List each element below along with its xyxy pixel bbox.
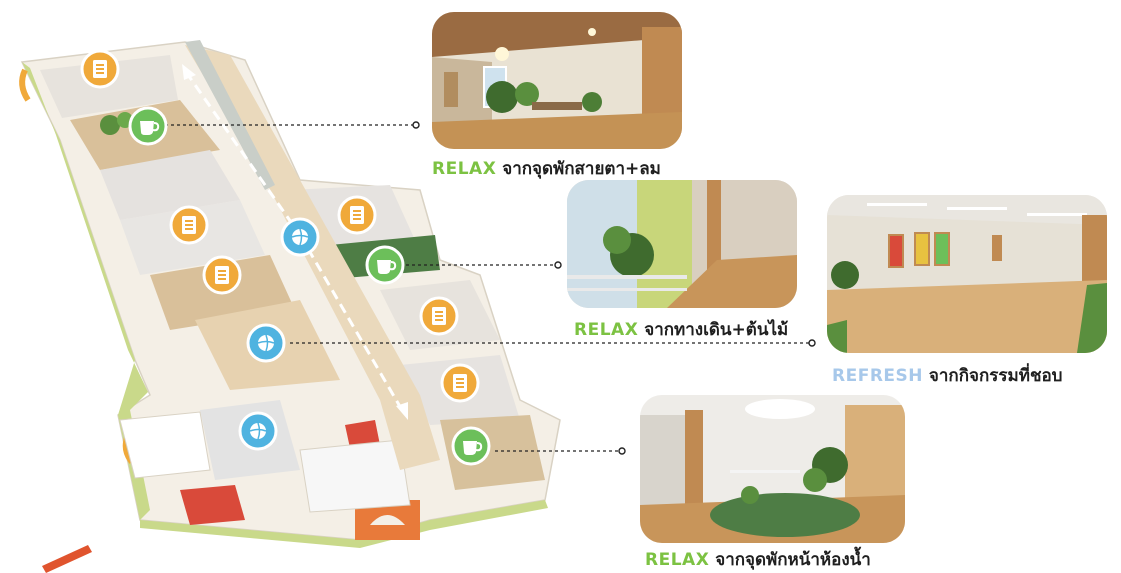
ball-icon <box>246 323 286 363</box>
caption-text: จากจุดพักหน้าห้องน้ำ <box>709 550 871 570</box>
leader-lines <box>165 124 812 452</box>
walking-path-arrows <box>182 64 408 420</box>
caption-tag: RELAX <box>645 550 710 570</box>
caption-text: จากกิจกรรมที่ชอบ <box>923 366 1063 386</box>
rooms <box>40 40 545 525</box>
document-icon <box>337 195 377 235</box>
coffee-cup-icon <box>128 106 168 146</box>
caption-relax-rest-point: RELAX จากจุดพักสายตา+ลม <box>432 155 661 182</box>
caption-relax-walkway: RELAX จากทางเดิน+ต้นไม้ <box>574 316 788 343</box>
red-stripe-decor <box>42 545 92 573</box>
caption-refresh-activity: REFRESH จากกิจกรรมที่ชอบ <box>832 362 1062 389</box>
photo-refresh-activity <box>827 195 1107 353</box>
document-icon <box>419 296 459 336</box>
coffee-cup-icon <box>365 245 405 285</box>
photo-relax-restroom-front <box>640 395 905 543</box>
caption-tag: RELAX <box>432 159 497 179</box>
coffee-cup-icon <box>451 426 491 466</box>
caption-relax-restroom-front: RELAX จากจุดพักหน้าห้องน้ำ <box>645 546 871 573</box>
document-icon <box>80 49 120 89</box>
document-icon <box>440 363 480 403</box>
caption-tag: RELAX <box>574 320 639 340</box>
caption-text: จากทางเดิน+ต้นไม้ <box>638 320 789 340</box>
photo-relax-walkway <box>567 180 797 308</box>
leader-line-ends <box>412 121 816 455</box>
ball-icon <box>238 411 278 451</box>
ball-icon <box>280 217 320 257</box>
document-icon <box>169 205 209 245</box>
photo-relax-rest-point <box>432 12 682 149</box>
caption-text: จากจุดพักสายตา+ลม <box>496 159 661 179</box>
caption-tag: REFRESH <box>832 366 923 386</box>
document-icon <box>202 255 242 295</box>
